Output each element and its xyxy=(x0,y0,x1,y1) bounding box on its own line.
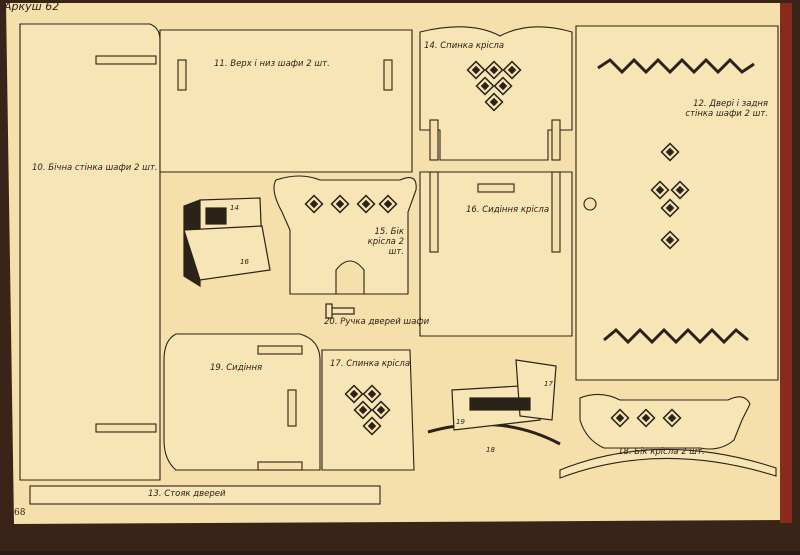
part-label-15: 15. Бік крісла 2 шт. xyxy=(367,227,404,257)
slot xyxy=(551,171,561,253)
assembly-label-17: 17 xyxy=(544,380,553,388)
cutout xyxy=(335,260,365,295)
assembly-label-19: 19 xyxy=(456,418,465,426)
part-13-door-post xyxy=(29,485,381,505)
slot xyxy=(383,59,393,91)
part-label-14: 14. Спинка крісла xyxy=(424,41,505,51)
part-label-16: 16. Сидіння крісла xyxy=(466,205,550,215)
part-label-17: 17. Спинка крісла xyxy=(330,359,411,369)
part-14-chair-back xyxy=(419,26,573,161)
slot xyxy=(477,183,515,193)
assembled-chair-1 xyxy=(183,197,271,288)
part-10-side-wall xyxy=(19,23,161,481)
part-17-chair-back xyxy=(321,349,415,471)
assembly-label-14: 14 xyxy=(230,204,239,212)
slot xyxy=(95,423,157,433)
assembly-label-16: 16 xyxy=(240,258,249,266)
assembly-label-18: 18 xyxy=(486,446,495,454)
part-label-13: 13. Стояк дверей xyxy=(148,489,226,499)
part-label-18: 18. Бік крісла 2 шт. xyxy=(618,447,705,457)
part-label-11: 11. Верх і низ шафи 2 шт. xyxy=(214,59,330,69)
slot xyxy=(287,389,297,427)
slot xyxy=(551,119,561,161)
paper-edge xyxy=(780,3,792,523)
slot xyxy=(429,171,439,253)
part-18-rocker-runner xyxy=(559,448,777,479)
assembled-rocking-chair xyxy=(427,359,561,446)
slot xyxy=(257,461,303,471)
part-label-20: 20. Ручка дверей шафи xyxy=(324,317,430,327)
part-18-rocker-side xyxy=(579,393,751,450)
page-number: 68 xyxy=(14,508,26,518)
part-label-10: 10. Бічна стінка шафи 2 шт. xyxy=(32,163,158,173)
part-label-12: 12. Двері і задня стінка шафи 2 шт. xyxy=(685,99,768,119)
slot xyxy=(257,345,303,355)
part-11-top-bottom xyxy=(159,29,413,173)
ornaments xyxy=(304,57,755,436)
sheet-header: Аркуш 62 xyxy=(4,0,60,13)
part-20-door-handle xyxy=(325,303,355,319)
part-label-19: 19. Сидіння xyxy=(210,363,263,373)
slot xyxy=(177,59,187,91)
part-16-chair-seat xyxy=(419,171,573,337)
slot xyxy=(95,55,157,65)
part-19-seat xyxy=(163,333,321,471)
slot xyxy=(429,119,439,161)
door-knob-hole xyxy=(583,197,597,211)
part-12-door xyxy=(575,25,779,381)
